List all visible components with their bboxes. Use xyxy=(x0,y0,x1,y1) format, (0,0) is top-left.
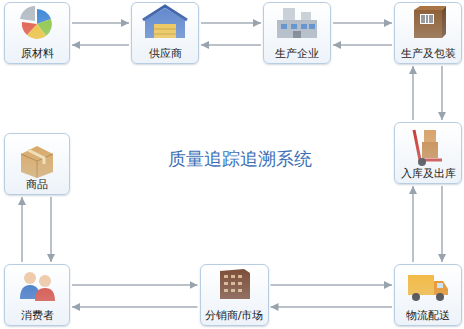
process-box: 物流配送 xyxy=(394,264,462,326)
process-box: 供应商 xyxy=(131,2,199,64)
node-label: 入库及出库 xyxy=(401,167,456,180)
node-label: 分销商/市场 xyxy=(205,309,264,322)
flow-arrow xyxy=(72,284,198,286)
node-label: 原材料 xyxy=(21,47,54,60)
process-box: 商品 xyxy=(4,133,70,195)
node-label: 物流配送 xyxy=(406,309,450,322)
node-label: 生产企业 xyxy=(275,47,319,60)
flow-arrow xyxy=(271,284,393,286)
flow-arrow xyxy=(441,186,443,262)
process-box: 生产及包装 xyxy=(394,2,462,64)
flow-arrow xyxy=(50,197,52,262)
diagram-title: 质量追踪追溯系统 xyxy=(100,148,380,170)
flow-arrow xyxy=(201,22,261,24)
process-box: 生产企业 xyxy=(263,2,331,64)
process-box: 消费者 xyxy=(4,264,70,326)
flow-arrow xyxy=(72,306,198,308)
flow-arrow xyxy=(333,44,392,46)
flow-arrow xyxy=(271,306,393,308)
node-label: 供应商 xyxy=(149,47,182,60)
flow-arrow xyxy=(72,22,129,24)
process-box: 分销商/市场 xyxy=(200,264,269,326)
node-label: 商品 xyxy=(26,178,48,191)
flow-arrow xyxy=(21,197,23,262)
node-label: 消费者 xyxy=(21,309,54,322)
flow-arrow xyxy=(201,44,261,46)
flow-arrow xyxy=(441,66,443,120)
flow-arrow xyxy=(412,66,414,120)
process-box: 入库及出库 xyxy=(394,122,462,184)
node-label: 生产及包装 xyxy=(401,47,456,60)
flow-arrow xyxy=(72,44,129,46)
flow-arrow xyxy=(412,186,414,262)
process-box: 原材料 xyxy=(4,2,70,64)
flow-arrow xyxy=(333,22,392,24)
